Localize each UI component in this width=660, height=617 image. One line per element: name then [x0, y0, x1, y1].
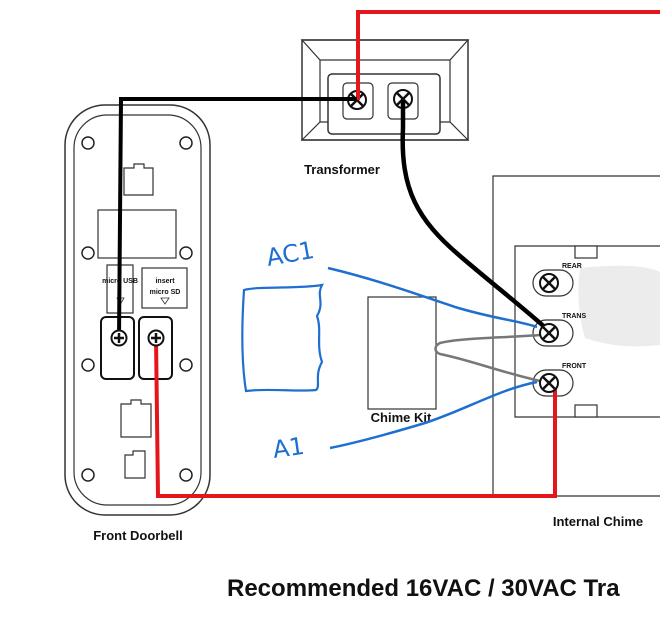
sd-port-top-label: insert: [155, 278, 175, 285]
sd-arrow-icon: [160, 297, 170, 305]
front-doorbell: [64, 104, 211, 516]
chime-terminal-rear-label: REAR: [562, 263, 582, 270]
chime-screw-trans: [539, 323, 559, 343]
sd-port: [141, 267, 188, 309]
transformer: [300, 39, 470, 141]
chime-screw-front: [539, 373, 559, 393]
handwritten-ac1: AC1: [264, 236, 316, 272]
chime-terminal-trans-label: TRANS: [562, 313, 586, 320]
chime-kit-label: Chime Kit: [371, 410, 432, 425]
internal-chime-label: Internal Chime: [553, 514, 643, 529]
front-doorbell-label: Front Doorbell: [93, 528, 183, 543]
black-wire-doorbell: [117, 97, 357, 339]
chime-kit: [367, 296, 437, 410]
handwritten-a1: A1: [271, 432, 306, 464]
headline: Recommended 16VAC / 30VAC Tra: [227, 575, 620, 602]
chime-terminal-front-label: FRONT: [562, 363, 587, 370]
sd-port-label: micro SD: [150, 289, 181, 296]
doorbell-screw-right: [147, 329, 165, 347]
hand-drawn-box: [241, 283, 325, 393]
transformer-screw-right: [393, 89, 413, 109]
blue-wire-bottom: [329, 380, 538, 450]
red-wire-bottom: [154, 337, 557, 498]
doorbell-screw-left: [110, 329, 128, 347]
blue-wire-top: [327, 266, 538, 329]
transformer-label: Transformer: [304, 162, 380, 177]
redaction-blur: [578, 265, 660, 347]
gray-wire: [434, 333, 541, 383]
red-wire-top: [356, 10, 660, 100]
chime-screw-rear: [539, 273, 559, 293]
black-wire-chime: [400, 100, 550, 332]
